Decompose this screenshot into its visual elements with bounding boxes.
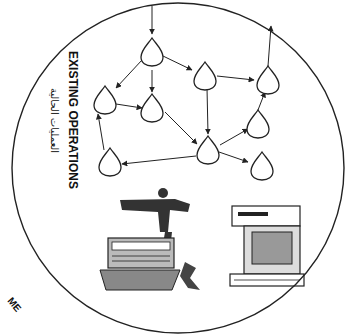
title-text: EXISTING OPERATIONS	[66, 51, 80, 189]
circle-outline	[11, 2, 345, 334]
operations-circle: EXISTING OPERATIONS العمليات الحالية	[11, 2, 345, 334]
cropped-label: ME	[5, 295, 23, 314]
arabic-title-text: العمليات الحالية	[50, 87, 61, 152]
